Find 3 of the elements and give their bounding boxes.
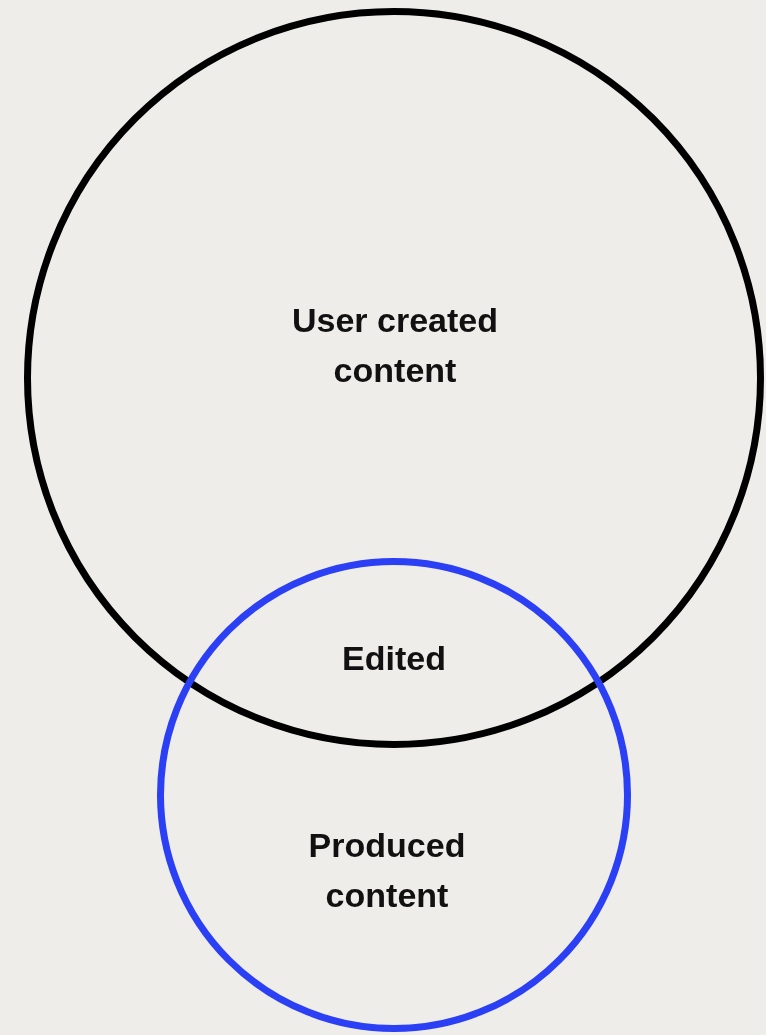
overlap-label: Edited [341, 638, 447, 679]
circle-label: User created content [291, 300, 499, 391]
circle-label: Produced content [307, 825, 467, 916]
